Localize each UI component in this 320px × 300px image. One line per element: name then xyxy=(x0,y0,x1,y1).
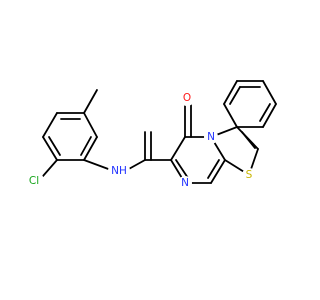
bond xyxy=(42,112,58,138)
bond xyxy=(83,136,98,161)
methyl-bond xyxy=(83,89,98,114)
ring-nitrogen-label-background xyxy=(178,176,192,190)
amide-n-bond xyxy=(83,159,112,171)
ring-bond xyxy=(210,159,226,184)
bridgehead-nitrogen-label: N xyxy=(207,131,215,143)
aromatic-bond xyxy=(175,159,189,179)
aromatic-bond xyxy=(229,86,241,105)
sulfur-label-background xyxy=(242,168,256,182)
amide-nitrogen-label: NH xyxy=(111,165,127,177)
chlorine-label: Cl xyxy=(29,175,39,187)
phenyl-bond xyxy=(223,80,238,105)
oxygen-label-background xyxy=(179,90,195,106)
chloro-bond xyxy=(42,159,58,177)
phenyl-bond xyxy=(262,80,277,105)
chlorine-label-background xyxy=(24,171,44,191)
bond xyxy=(42,136,58,161)
amide-c-n-bond xyxy=(126,159,146,171)
ring-nitrogen-label: N xyxy=(181,177,189,189)
phenyl-bond xyxy=(262,103,277,128)
molecule-canvas: Cl NH O N N S xyxy=(24,80,277,191)
bridgehead-nitrogen-label-background xyxy=(204,130,218,144)
aromatic-bond xyxy=(80,136,92,156)
carbonyl-oxygen-label: O xyxy=(183,92,191,104)
aromatic-bond xyxy=(207,159,220,179)
sulfur-label: S xyxy=(246,169,253,181)
aromatic-bond xyxy=(48,136,61,156)
aromatic-bond xyxy=(241,131,256,149)
phenyl-bond xyxy=(223,103,238,128)
ring-bond xyxy=(170,136,186,161)
bond xyxy=(83,112,98,138)
amide-nitrogen-label-background xyxy=(108,160,130,182)
molecule-structure: Cl NH O N N S xyxy=(24,80,277,191)
aromatic-bond xyxy=(259,103,271,122)
